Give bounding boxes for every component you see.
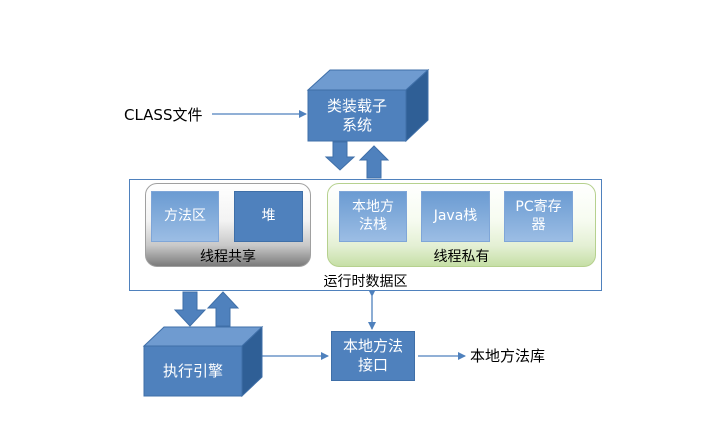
method-area-label: 方法区 (164, 207, 206, 224)
runtime-area-label: 运行时数据区 (323, 274, 408, 290)
native-method-stack-box: 本地方法栈 (339, 191, 407, 242)
up-block-arrow-engine (206, 291, 240, 327)
execution-engine: 执行引擎 (144, 346, 242, 396)
up-block-arrow-loader (358, 145, 390, 179)
thread-shared-label: 线程共享 (200, 249, 256, 265)
native-method-interface-label: 本地方法接口 (342, 337, 403, 374)
engine-cube-front (143, 345, 243, 397)
heap-label: 堆 (261, 207, 276, 224)
pc-register-label: PC寄存器 (515, 199, 562, 233)
native-method-interface-box: 本地方法接口 (331, 331, 415, 381)
java-stack-label: Java栈 (433, 207, 478, 224)
heap-box: 堆 (234, 191, 303, 242)
execution-engine-label: 执行引擎 (162, 361, 223, 380)
thread-private-label: 线程私有 (433, 249, 490, 265)
down-block-arrow-engine (173, 291, 207, 327)
pc-register-box: PC寄存器 (504, 191, 573, 242)
native-method-stack-label: 本地方法栈 (352, 199, 394, 233)
class-file-label: CLASS文件 (124, 106, 203, 124)
native-method-library-label: 本地方法库 (470, 347, 546, 365)
class-loader-label: 类装载子系统 (326, 96, 387, 134)
java-stack-box: Java栈 (421, 191, 490, 242)
method-area-box: 方法区 (151, 191, 219, 242)
class-loader-subsystem: 类装载子系统 (308, 90, 406, 141)
down-block-arrow-loader (324, 141, 356, 171)
class-loader-cube-front (307, 89, 407, 142)
